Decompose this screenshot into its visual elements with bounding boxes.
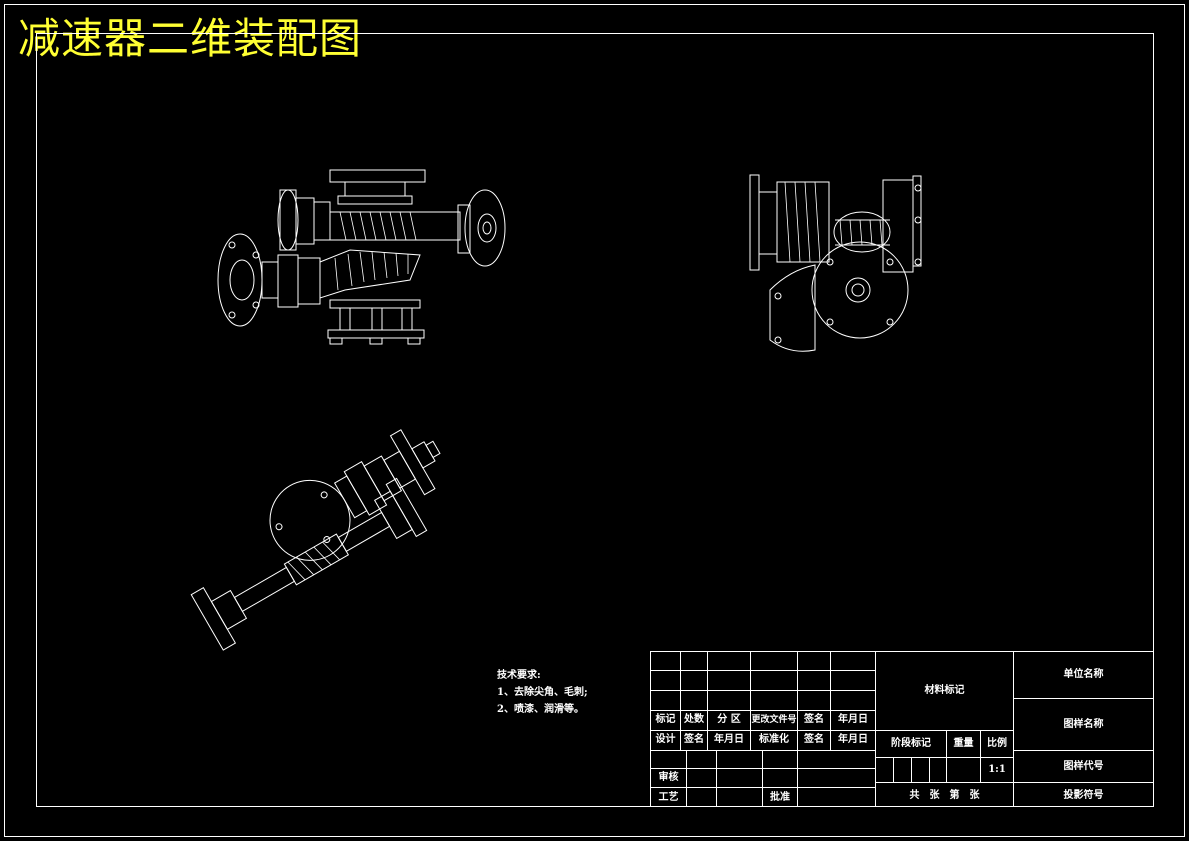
tb-projection: 投影符号: [1063, 790, 1104, 801]
notes-heading: 技术要求:: [497, 670, 541, 681]
tb-review: 审核: [658, 772, 679, 783]
tb-material: 材料标记: [924, 685, 965, 696]
tb-count: 处数: [684, 714, 704, 725]
tb-sign-3: 签名: [804, 734, 824, 745]
tb-design: 设计: [655, 734, 676, 745]
technical-notes: 技术要求: 1、去除尖角、毛刺; 2、喷漆、润滑等。: [497, 667, 588, 718]
tb-scale-label: 比例: [987, 738, 1007, 749]
inner-frame: [36, 33, 1154, 807]
tb-date-3: 年月日: [838, 734, 868, 745]
tb-scale-value: 1:1: [988, 764, 1006, 775]
tb-stage: 阶段标记: [891, 738, 931, 749]
tb-sign-1: 签名: [804, 714, 824, 725]
tb-drawing-name: 图样名称: [1063, 719, 1104, 730]
notes-item-1: 1、去除尖角、毛刺;: [497, 687, 588, 698]
tb-date-2: 年月日: [714, 734, 744, 745]
tb-standard: 标准化: [759, 734, 789, 745]
tb-unit-name: 单位名称: [1063, 669, 1104, 680]
tb-date-1: 年月日: [838, 714, 868, 725]
tb-drawing-code: 图样代号: [1063, 761, 1104, 772]
tb-process: 工艺: [658, 792, 679, 803]
tb-zone: 分 区: [717, 714, 741, 725]
tb-mark: 标记: [655, 714, 676, 725]
tb-change-doc: 更改文件号: [751, 715, 797, 725]
title-block-grid: [650, 651, 1154, 807]
drawing-title: 减速器二维装配图: [18, 14, 363, 63]
assembly-view-side: [749, 174, 922, 352]
tb-sign-2: 签名: [684, 734, 704, 745]
tb-sheets: 共 张 第 张: [909, 790, 980, 801]
notes-item-2: 2、喷漆、润滑等。: [497, 704, 584, 715]
tb-weight: 重量: [953, 738, 974, 749]
assembly-view-front: [217, 169, 506, 345]
outer-border: [4, 4, 1185, 837]
tb-approve: 批准: [770, 792, 790, 803]
assembly-view-iso: [190, 429, 441, 651]
